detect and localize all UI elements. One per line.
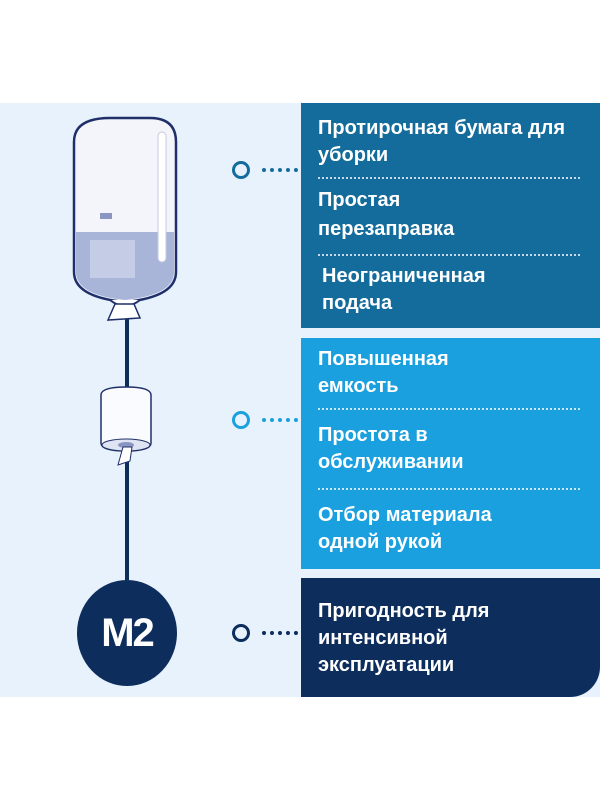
feature-panel-3: Пригодность для интенсивной эксплуатации	[301, 578, 600, 697]
connector-dots	[262, 631, 298, 635]
feature-panel-2: Повышенная емкость Простота в обслуживан…	[301, 338, 600, 569]
paper-roll-illustration	[100, 386, 152, 466]
m2-badge: M2	[77, 580, 177, 686]
connector-circle-icon	[232, 161, 250, 179]
divider	[318, 488, 580, 490]
feature-text: Простота в обслуживании	[318, 424, 464, 473]
feature-panel-1: Протирочная бумага для уборки Простая пе…	[301, 103, 600, 328]
feature-text: Отбор материала одной рукой	[318, 504, 492, 553]
connector-dots	[262, 168, 298, 172]
feature-text: Простая перезаправка	[318, 189, 455, 240]
feature-text: Неограниченная подача	[322, 265, 486, 314]
divider	[318, 408, 580, 410]
connector-circle-icon	[232, 411, 250, 429]
connector-dots	[262, 418, 298, 422]
feature-text: Повышенная емкость	[318, 348, 449, 397]
dispenser-illustration	[72, 116, 178, 321]
divider	[318, 177, 580, 179]
feature-text: Пригодность для интенсивной эксплуатации	[318, 600, 490, 676]
connector-circle-icon	[232, 624, 250, 642]
feature-text: Протирочная бумага для уборки	[318, 117, 566, 166]
divider	[318, 254, 580, 256]
